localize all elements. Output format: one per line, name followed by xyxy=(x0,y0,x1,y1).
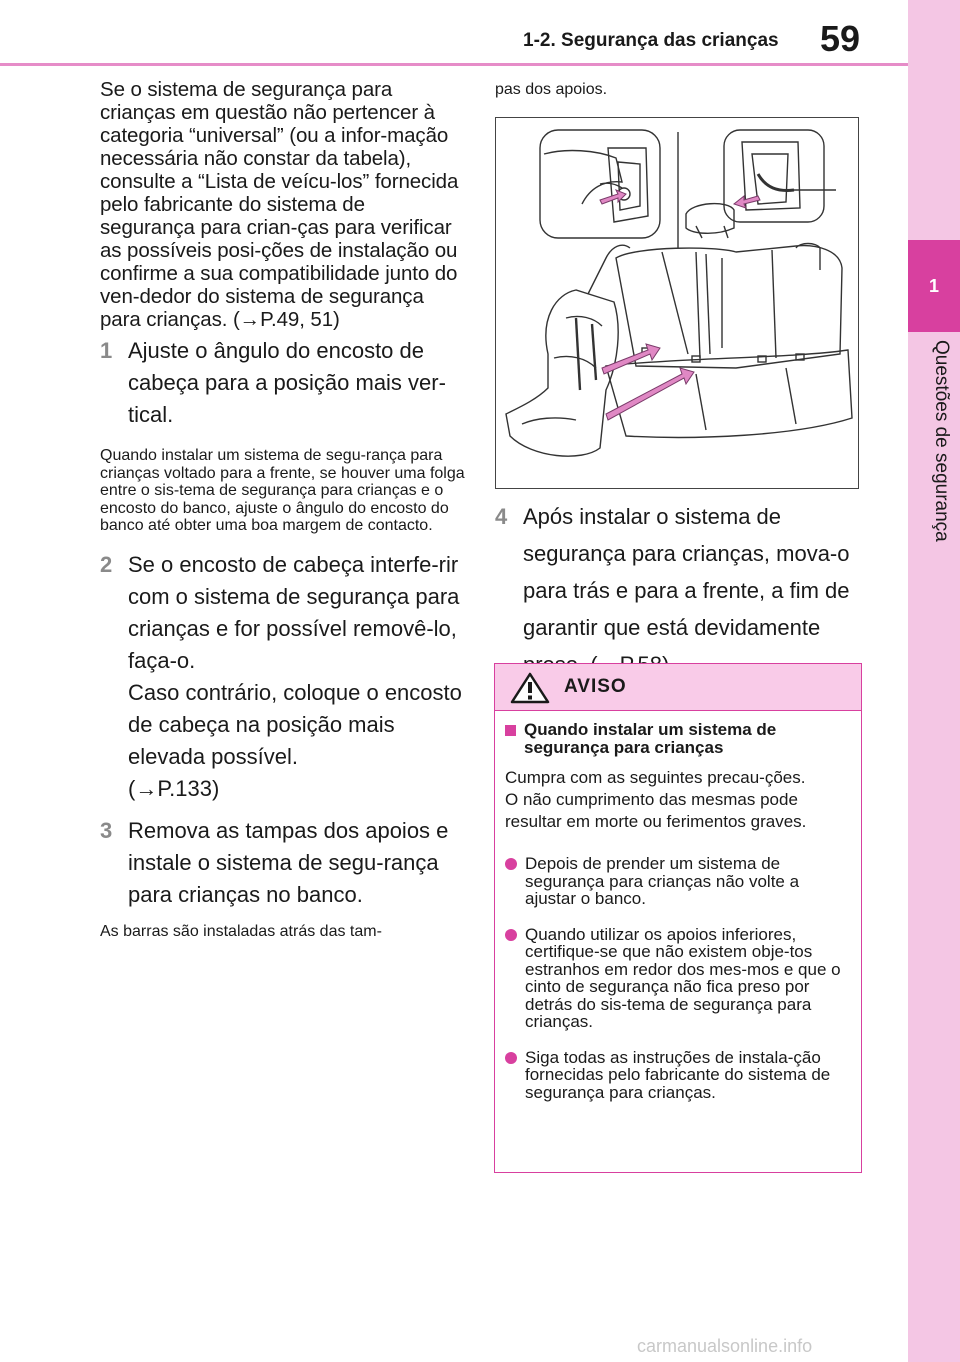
warning-triangle-icon xyxy=(510,672,550,704)
warning-bullet: Quando utilizar os apoios inferiores, ce… xyxy=(505,924,843,1031)
step-number: 3 xyxy=(100,817,113,843)
step-text: Remova as tampas dos apoios e instale o … xyxy=(128,817,449,907)
warning-paragraph: O não cumprimento das mesmas pode result… xyxy=(505,790,807,831)
step-text: Se o encosto de cabeça interfe-rir com o… xyxy=(128,551,460,673)
step-number: 1 xyxy=(100,338,113,363)
step-4: 4 Após instalar o sistema de segurança p… xyxy=(495,498,865,683)
step-1: 1 Ajuste o ângulo do encosto de cabeça p… xyxy=(100,335,465,431)
note-paragraph: As barras são instaladas atrás das tam- xyxy=(100,922,382,940)
circle-bullet-icon xyxy=(505,858,517,870)
left-column: Se o sistema de segurança para crianças … xyxy=(100,78,465,954)
step-3: 3 Remova as tampas dos apoios e instale … xyxy=(100,815,465,911)
step-text: Ajuste o ângulo do encosto de cabeça par… xyxy=(128,338,446,427)
chapter-side-tab xyxy=(908,0,960,1362)
step-4-block: 4 Após instalar o sistema de segurança p… xyxy=(495,494,865,683)
warning-paragraph: Cumpra com as seguintes precau-ções. xyxy=(505,768,806,787)
square-bullet-icon xyxy=(505,725,516,736)
right-column-top: pas dos apoios. xyxy=(495,78,865,99)
warning-title: AVISO xyxy=(564,676,627,697)
bullet-text: Siga todas as instruções de instala-ção … xyxy=(525,1047,831,1102)
chapter-number: 1 xyxy=(928,276,939,296)
chapter-title: Questões de segurança xyxy=(931,340,952,542)
illustration-drawing xyxy=(505,129,853,457)
warning-bullet: Depois de prender um sistema de seguranç… xyxy=(505,855,843,908)
circle-bullet-icon xyxy=(505,928,517,941)
step-text: Após instalar o sistema de segurança par… xyxy=(523,504,850,677)
intro-paragraph: Se o sistema de segurança para crianças … xyxy=(100,78,459,331)
circle-bullet-icon xyxy=(505,1051,517,1064)
bullet-text: Depois de prender um sistema de seguranç… xyxy=(525,854,800,908)
watermark: carmanualsonline.info xyxy=(637,1336,813,1356)
step-number: 2 xyxy=(100,551,113,577)
note-continuation: pas dos apoios. xyxy=(495,81,608,98)
warning-header: AVISO xyxy=(495,664,861,711)
step-text-alt: Caso contrário, coloque o encosto de cab… xyxy=(128,679,462,769)
warning-box: AVISO Quando instalar um sistema de segu… xyxy=(494,663,862,1173)
page-number: 59 xyxy=(820,18,861,59)
bullet-text: Quando utilizar os apoios inferiores, ce… xyxy=(525,924,841,1031)
step-2: 2 Se o encosto de cabeça interfe-rir com… xyxy=(100,549,465,805)
warning-body: Quando instalar um sistema de segurança … xyxy=(495,711,861,1101)
header-divider xyxy=(0,63,908,66)
chapter-tab-active[interactable] xyxy=(908,240,960,332)
step-number: 4 xyxy=(495,504,508,529)
section-title: 1-2. Segurança das crianças xyxy=(523,30,779,51)
page-reference: (→P.133) xyxy=(128,775,220,801)
page-header: 1-2. Segurança das crianças 59 xyxy=(0,0,908,66)
warning-subtitle: Quando instalar um sistema de segurança … xyxy=(505,721,843,757)
warning-subtitle-text: Quando instalar um sistema de segurança … xyxy=(524,720,777,757)
note-paragraph: Quando instalar um sistema de segu-rança… xyxy=(100,447,465,534)
seat-installation-illustration xyxy=(495,117,859,489)
warning-bullet: Siga todas as instruções de instala-ção … xyxy=(505,1047,843,1102)
